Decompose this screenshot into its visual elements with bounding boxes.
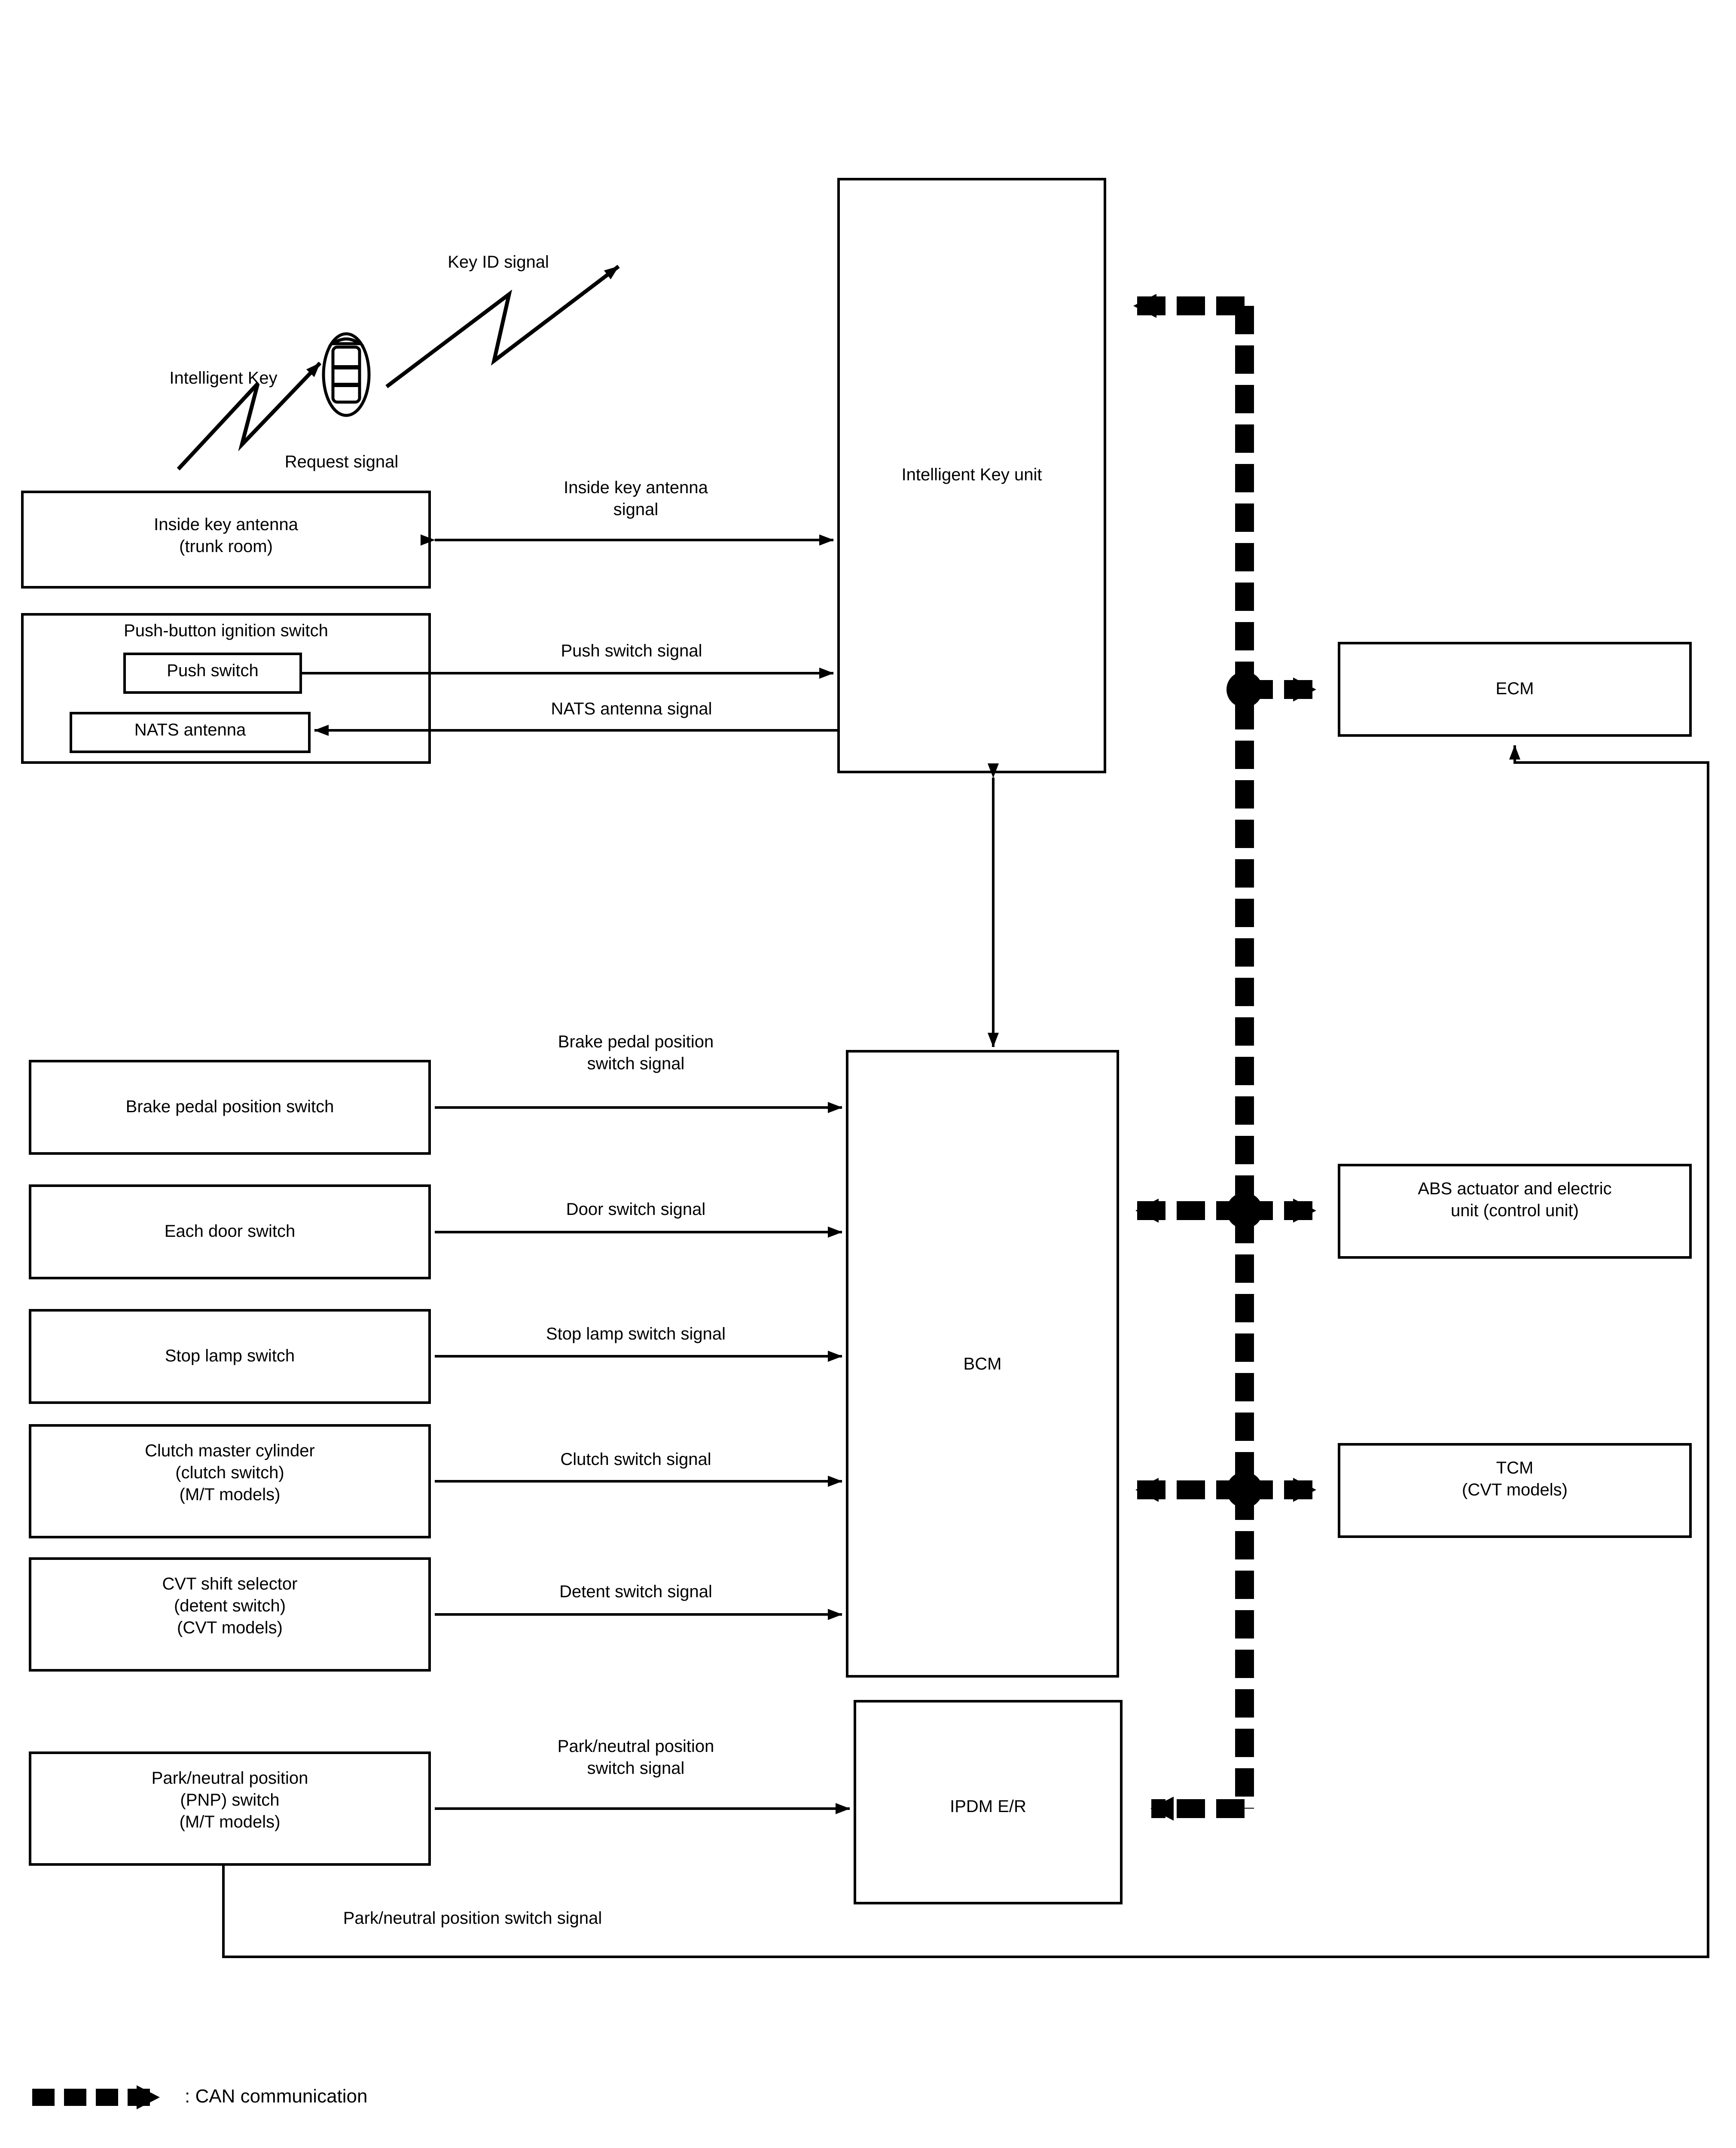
path-pnp-switch-signal-ecm (222, 745, 1709, 1958)
tcm-box (1338, 1443, 1692, 1538)
push-switch-label: Push switch (167, 661, 259, 680)
ipdm-er-label: IPDM E/R (950, 1797, 1026, 1816)
push-switch-signal-label: Push switch signal (561, 641, 702, 660)
park-neutral-position-switch-label: Park/neutral position (PNP) switch (M/T … (151, 1769, 308, 1832)
key-fob-outline (322, 332, 371, 417)
pnp-switch-signal-label: Park/neutral position switch signal (557, 1737, 714, 1778)
inside-key-antenna-signal-label: Inside key antenna signal (564, 478, 708, 519)
can-junction-dot-ecm (1226, 671, 1263, 708)
pnp-switch-signal-ecm-label: Park/neutral position switch signal (343, 1909, 602, 1928)
clutch-switch-signal-label: Clutch switch signal (560, 1450, 711, 1469)
can-bus (1133, 294, 1316, 1821)
can-junction-dot-abs (1226, 1193, 1263, 1229)
push-button-ignition-switch-label: Push-button ignition switch (124, 621, 328, 640)
push-button-ignition-box (21, 613, 431, 764)
signal-arrows (301, 534, 999, 1814)
brake-pedal-position-switch-label: Brake pedal position switch (125, 1097, 334, 1116)
legend-label: : CAN communication (185, 2086, 368, 2107)
nats-antenna-box (70, 712, 311, 753)
abs-unit-box (1338, 1164, 1692, 1259)
clutch-master-cylinder-label: Clutch master cylinder (clutch switch) (… (145, 1441, 315, 1504)
key-fob-icon (322, 332, 371, 417)
nats-antenna-label: NATS antenna (134, 720, 246, 739)
abs-unit-label: ABS actuator and electric unit (control … (1418, 1179, 1612, 1220)
bcm-label: BCM (963, 1355, 1002, 1373)
intelligent-key-label: Intelligent Key (169, 369, 278, 387)
each-door-switch-box (29, 1184, 431, 1279)
inside-key-antenna-label: Inside key antenna (trunk room) (154, 515, 298, 556)
brake-pedal-position-switch-signal-label: Brake pedal position switch signal (558, 1032, 714, 1074)
intelligent-key-unit-box (837, 178, 1106, 773)
key-fob-ring (328, 337, 364, 345)
stop-lamp-switch-label: Stop lamp switch (165, 1346, 295, 1365)
clutch-master-cylinder-box (29, 1424, 431, 1538)
can-junction-dot-tcm (1226, 1472, 1263, 1508)
unit-boxes (837, 178, 1692, 1904)
stop-lamp-switch-signal-label: Stop lamp switch signal (546, 1324, 726, 1343)
each-door-switch-label: Each door switch (164, 1222, 296, 1241)
input-boxes (21, 491, 431, 1866)
brake-pedal-switch-box (29, 1060, 431, 1155)
nats-antenna-signal-label: NATS antenna signal (551, 699, 712, 718)
tcm-label: TCM (CVT models) (1462, 1458, 1568, 1500)
can-junction-dots (1226, 671, 1263, 1508)
request-signal-label: Request signal (284, 452, 399, 471)
key-id-signal-label: Key ID signal (448, 253, 549, 272)
intelligent-key-unit-label: Intelligent Key unit (901, 465, 1042, 484)
cvt-shift-selector-box (29, 1557, 431, 1672)
zigzag-request-signal (177, 361, 322, 471)
cvt-shift-selector-label: CVT shift selector (detent switch) (CVT … (162, 1574, 298, 1638)
pnp-switch-box (29, 1751, 431, 1866)
door-switch-signal-label: Door switch signal (566, 1200, 706, 1219)
ecm-box (1338, 642, 1692, 737)
stop-lamp-switch-box (29, 1309, 431, 1404)
wireless-signals (177, 265, 620, 471)
ipdm-er-box (854, 1700, 1123, 1904)
zigzag-key-id-signal (385, 265, 620, 388)
detent-switch-signal-label: Detent switch signal (559, 1582, 712, 1601)
ecm-label: ECM (1495, 679, 1534, 698)
key-fob-body (331, 345, 361, 404)
bcm-box (846, 1050, 1119, 1678)
